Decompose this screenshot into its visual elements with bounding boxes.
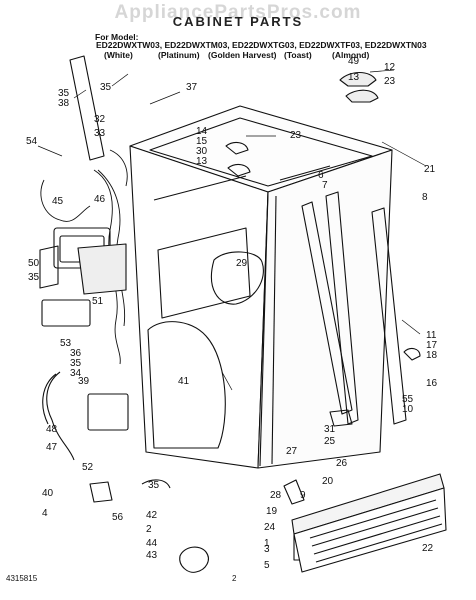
document-number: 4315815 — [6, 574, 38, 583]
callout-35: 35 — [70, 358, 82, 369]
callout-35: 35 — [28, 272, 40, 283]
callout-38: 38 — [58, 98, 70, 109]
callout-9: 9 — [300, 490, 306, 501]
callout-34: 34 — [70, 368, 82, 379]
callout-19: 19 — [266, 506, 278, 517]
callout-39: 39 — [78, 376, 90, 387]
color-toast: (Toast) — [284, 50, 312, 60]
callout-29: 29 — [236, 258, 248, 269]
callout-28: 28 — [270, 490, 282, 501]
callout-8: 8 — [422, 192, 428, 203]
callout-35: 35 — [100, 82, 112, 93]
control-housing — [39, 227, 127, 327]
callout-23: 23 — [384, 76, 396, 87]
callout-56: 56 — [112, 512, 124, 523]
callout-36: 36 — [70, 348, 82, 359]
for-model-label: For Model: — [95, 32, 139, 42]
callout-43: 43 — [146, 550, 158, 561]
callout-22: 22 — [422, 543, 434, 554]
callout-24: 24 — [264, 522, 276, 533]
toe-grille — [291, 473, 447, 573]
callout-13: 13 — [196, 156, 208, 167]
callout-50: 50 — [28, 258, 40, 269]
callout-47: 47 — [46, 442, 58, 453]
power-cord — [42, 371, 129, 461]
callout-2: 2 — [146, 524, 152, 535]
leader-lines — [37, 69, 427, 391]
callout-35: 35 — [148, 480, 160, 491]
callout-33: 33 — [94, 128, 106, 139]
callout-7: 7 — [322, 180, 328, 191]
callout-25: 25 — [324, 436, 336, 447]
callout-10: 10 — [402, 404, 414, 415]
color-white: (White) — [104, 50, 133, 60]
hinge-brackets — [225, 71, 421, 361]
callout-17: 17 — [426, 340, 438, 351]
callout-48: 48 — [46, 424, 58, 435]
callout-42: 42 — [146, 510, 158, 521]
callout-20: 20 — [322, 476, 334, 487]
callout-55: 55 — [402, 394, 414, 405]
callout-35: 35 — [58, 88, 70, 99]
callout-37: 37 — [186, 82, 198, 93]
callout-30: 30 — [196, 146, 208, 157]
callout-3: 3 — [264, 544, 270, 555]
callout-26: 26 — [336, 458, 348, 469]
callout-23: 23 — [290, 130, 302, 141]
callout-51: 51 — [92, 296, 104, 307]
callout-1: 1 — [264, 538, 270, 549]
callout-41: 41 — [178, 376, 190, 387]
callout-52: 52 — [82, 462, 94, 473]
watermark: AppliancePartsPros.com — [114, 2, 362, 23]
callout-4: 4 — [42, 508, 48, 519]
color-platinum: (Platinum) — [158, 50, 200, 60]
callout-44: 44 — [146, 538, 158, 549]
callout-12: 12 — [384, 62, 396, 73]
page-number: 2 — [232, 574, 237, 583]
callout-49: 49 — [348, 56, 360, 67]
callout-54: 54 — [26, 136, 38, 147]
section-title: CABINET PARTS — [172, 14, 304, 29]
callout-13: 13 — [348, 72, 360, 83]
color-almond: (Almond) — [332, 50, 370, 60]
callout-16: 16 — [426, 378, 438, 389]
callout-40: 40 — [42, 488, 54, 499]
callout-11: 11 — [426, 330, 437, 341]
color-golden-harvest: (Golden Harvest) — [208, 50, 277, 60]
callout-5: 5 — [264, 560, 270, 571]
callout-14: 14 — [196, 126, 208, 137]
callout-15: 15 — [196, 136, 208, 147]
callout-32: 32 — [94, 114, 106, 125]
callout-27: 27 — [286, 446, 298, 457]
trim-strips — [69, 55, 407, 427]
callout-31: 31 — [324, 424, 336, 435]
callout-45: 45 — [52, 196, 64, 207]
callout-6: 6 — [318, 170, 324, 181]
callout-46: 46 — [94, 194, 106, 205]
model-list: ED22DWXTW03, ED22DWXTM03, ED22DWXTG03, E… — [96, 40, 427, 50]
callout-21: 21 — [424, 164, 436, 175]
cabinet-shell — [129, 105, 393, 469]
callout-53: 53 — [60, 338, 72, 349]
callout-18: 18 — [426, 350, 438, 361]
